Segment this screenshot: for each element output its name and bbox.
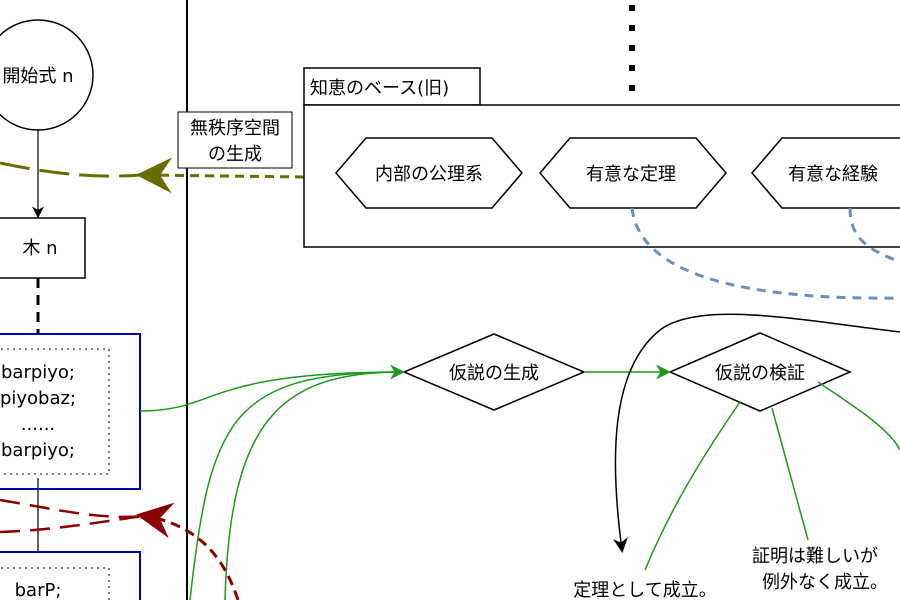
- olive-curve: [0, 161, 141, 178]
- blue-dashed-curve: [848, 207, 900, 264]
- green-arrow: [189, 371, 403, 600]
- diamond-label: 仮説の検証: [715, 363, 805, 384]
- green-arrow: [224, 371, 403, 600]
- label-line: の生成: [208, 144, 262, 165]
- green-arrow: [139, 364, 405, 412]
- hex-label: 有意な定理: [586, 164, 676, 185]
- result-hard-label: 例外なく成立。: [762, 572, 888, 593]
- diamond-label: 仮説の生成: [449, 363, 539, 384]
- start-node[interactable]: 開始式 n: [0, 19, 94, 131]
- hex-label: 内部の公理系: [375, 164, 483, 185]
- code-line: barP;: [15, 580, 62, 600]
- hex-axioms[interactable]: 内部の公理系: [335, 137, 523, 209]
- tree-node[interactable]: 木 n: [0, 217, 86, 279]
- hex-label: 有意な経験: [788, 164, 878, 185]
- code-block-2[interactable]: barP;: [0, 551, 141, 600]
- green-line: [644, 401, 741, 571]
- start-label: 開始式 n: [2, 66, 73, 87]
- red-dashed-arrow: [136, 502, 240, 600]
- black-curve-arrow: [612, 313, 900, 553]
- blue-dashed-curve: [630, 207, 900, 300]
- red-dashed-curve: [0, 514, 146, 534]
- code-line: piyobaz;: [0, 388, 76, 409]
- olive-arrow: [136, 157, 305, 194]
- hex-experiences[interactable]: 有意な経験: [751, 137, 900, 209]
- code-block[interactable]: barpiyo; piyobaz; ...... barpiyo;: [0, 333, 141, 490]
- knowledge-base-title: 知恵のベース(旧): [310, 78, 449, 99]
- diamond-hypothesis-generation[interactable]: 仮説の生成: [402, 333, 586, 411]
- label-line: 無秩序空間: [190, 118, 280, 139]
- result-hard-label: 証明は難しいが: [752, 546, 878, 567]
- code-line: barpiyo;: [1, 362, 75, 383]
- code-line: ......: [21, 414, 55, 435]
- chaos-space-label: 無秩序空間 の生成: [177, 111, 293, 169]
- green-line: [817, 381, 900, 451]
- result-theorem-label: 定理として成立。: [573, 580, 716, 600]
- tree-label: 木 n: [22, 238, 57, 259]
- code-line: barpiyo;: [1, 440, 75, 461]
- diamond-hypothesis-check[interactable]: 仮説の検証: [668, 332, 852, 412]
- green-line: [771, 407, 809, 541]
- hex-theorems[interactable]: 有意な定理: [539, 137, 727, 209]
- red-dashed-curve: [0, 498, 146, 519]
